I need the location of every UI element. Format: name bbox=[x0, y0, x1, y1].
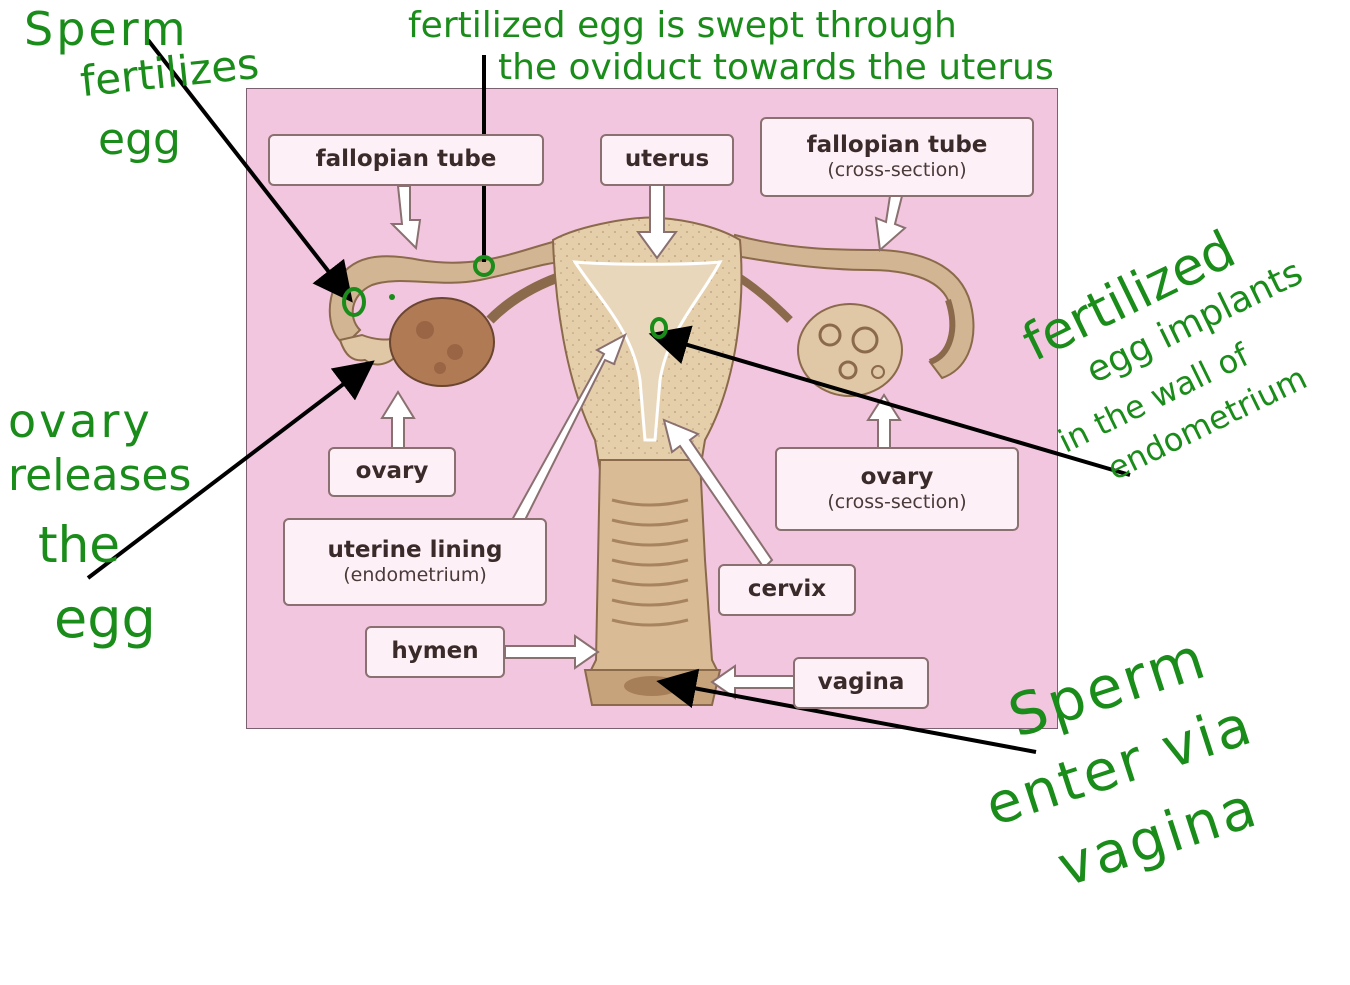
note-ovary-releases-2: releases bbox=[8, 454, 191, 498]
label-ovary-cs-text: ovary bbox=[861, 464, 934, 492]
note-ovary-releases-4: egg bbox=[54, 592, 156, 646]
label-uterine-lining: uterine lining (endometrium) bbox=[283, 518, 547, 606]
label-cervix: cervix bbox=[718, 564, 856, 616]
label-uterus-text: uterus bbox=[625, 146, 709, 174]
note-ovary-releases-1: ovary bbox=[8, 398, 153, 444]
note-ovary-releases-3: the bbox=[38, 520, 120, 570]
label-cervix-text: cervix bbox=[748, 576, 826, 604]
label-fallopian-tube-text: fallopian tube bbox=[316, 146, 497, 174]
label-vagina: vagina bbox=[793, 657, 929, 709]
label-fallopian-tube: fallopian tube bbox=[268, 134, 544, 186]
label-hymen-text: hymen bbox=[391, 638, 478, 666]
label-fallopian-tube-cs-text: fallopian tube bbox=[807, 132, 988, 160]
label-ovary-cross-section: ovary (cross-section) bbox=[775, 447, 1019, 531]
label-ovary: ovary bbox=[328, 447, 456, 497]
note-sperm-fertilizes-3: egg bbox=[98, 118, 181, 162]
label-uterus: uterus bbox=[600, 134, 734, 186]
label-uterine-lining-sub: (endometrium) bbox=[343, 564, 487, 587]
note-swept-line1: fertilized egg is swept through bbox=[408, 8, 957, 44]
label-vagina-text: vagina bbox=[818, 669, 905, 697]
note-swept-line2: the oviduct towards the uterus bbox=[498, 50, 1054, 86]
note-sperm-fertilizes-1: Sperm bbox=[24, 6, 189, 52]
label-hymen: hymen bbox=[365, 626, 505, 678]
label-fallopian-tube-cs-sub: (cross-section) bbox=[827, 159, 966, 182]
label-ovary-text: ovary bbox=[356, 458, 429, 486]
label-fallopian-tube-cross-section: fallopian tube (cross-section) bbox=[760, 117, 1034, 197]
label-uterine-lining-text: uterine lining bbox=[327, 537, 502, 565]
label-ovary-cs-sub: (cross-section) bbox=[827, 491, 966, 514]
